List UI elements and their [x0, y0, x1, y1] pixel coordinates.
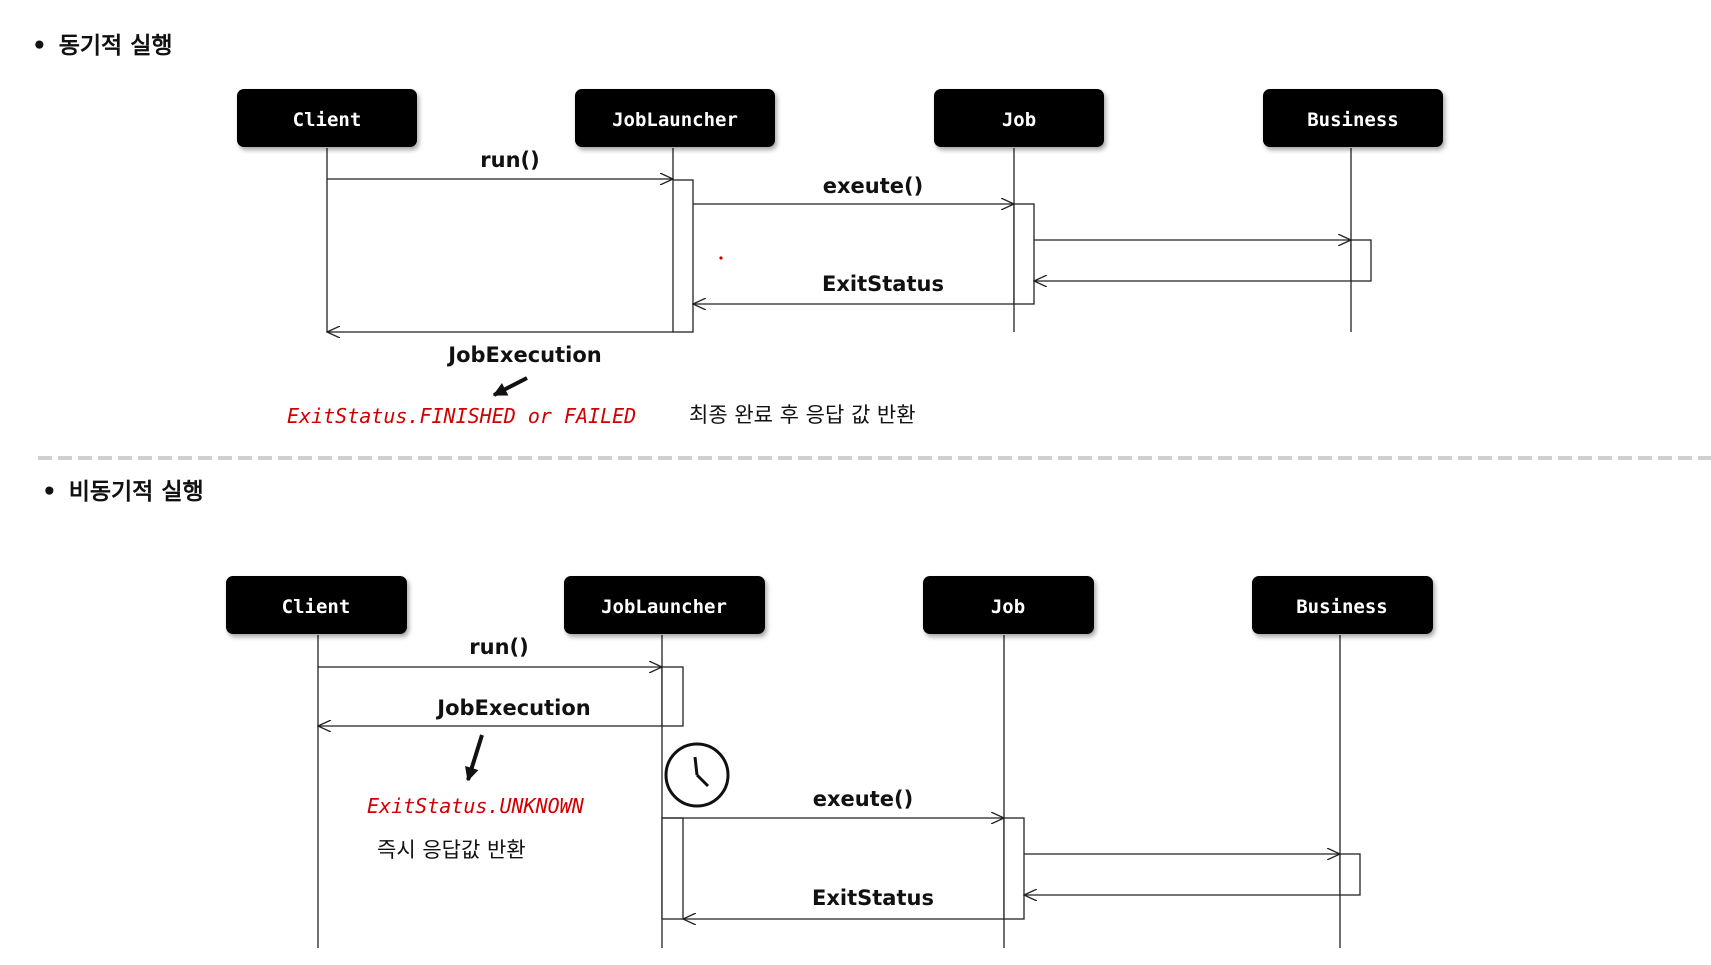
- participant-joblauncher: JobLauncher: [564, 576, 765, 634]
- participant-client: Client: [226, 576, 407, 634]
- participant-job: Job: [934, 89, 1104, 147]
- sync-title: 동기적 실행: [58, 33, 173, 59]
- activation-joblauncher: [672, 179, 694, 333]
- participant-job: Job: [923, 576, 1094, 634]
- label-exitstatus: ExitStatus: [812, 886, 934, 910]
- activation-business: [1350, 239, 1372, 282]
- label-execute: exeute(): [813, 787, 913, 811]
- participant-label: Job: [991, 596, 1025, 618]
- result-status: ExitStatus.FINISHED or FAILED: [287, 404, 636, 428]
- activation-job: [1003, 817, 1025, 920]
- participant-label: Client: [293, 109, 362, 131]
- label-jobexecution: JobExecution: [435, 696, 590, 720]
- participant-business: Business: [1263, 89, 1443, 147]
- sync-heading: • 동기적 실행: [32, 26, 173, 60]
- participant-label: Business: [1307, 109, 1399, 131]
- bullet: •: [42, 479, 57, 505]
- result-note: 최종 완료 후 응답 값 반환: [689, 403, 916, 427]
- participant-client: Client: [237, 89, 417, 147]
- participant-label: JobLauncher: [612, 109, 738, 131]
- clock-icon: [664, 742, 730, 808]
- async-heading: • 비동기적 실행: [42, 472, 204, 506]
- result-note: 즉시 응답값 반환: [377, 838, 526, 862]
- activation-business: [1339, 853, 1361, 896]
- sync-diagram: Client JobLauncher Job Business run() ex…: [237, 89, 1443, 428]
- label-exitstatus: ExitStatus: [822, 272, 944, 296]
- activation-job: [1013, 203, 1035, 305]
- participant-business: Business: [1252, 576, 1433, 634]
- participant-label: Business: [1296, 596, 1388, 618]
- label-execute: exeute(): [823, 174, 923, 198]
- label-run: run(): [480, 148, 539, 172]
- bullet: •: [32, 33, 47, 59]
- activation-joblauncher-2: [661, 817, 684, 920]
- red-dot: [719, 256, 723, 260]
- label-jobexecution: JobExecution: [446, 343, 601, 367]
- participant-joblauncher: JobLauncher: [575, 89, 775, 147]
- async-title: 비동기적 실행: [68, 479, 204, 505]
- result-status: ExitStatus.UNKNOWN: [367, 794, 585, 818]
- participant-label: Client: [282, 596, 351, 618]
- pointer-arrow: [465, 734, 484, 782]
- activation-joblauncher-1: [661, 666, 684, 727]
- participant-label: Job: [1002, 109, 1036, 131]
- label-run: run(): [469, 635, 528, 659]
- participant-label: JobLauncher: [601, 596, 727, 618]
- async-diagram: Client JobLauncher Job Business run() Jo…: [226, 576, 1433, 948]
- pointer-arrow: [492, 376, 528, 397]
